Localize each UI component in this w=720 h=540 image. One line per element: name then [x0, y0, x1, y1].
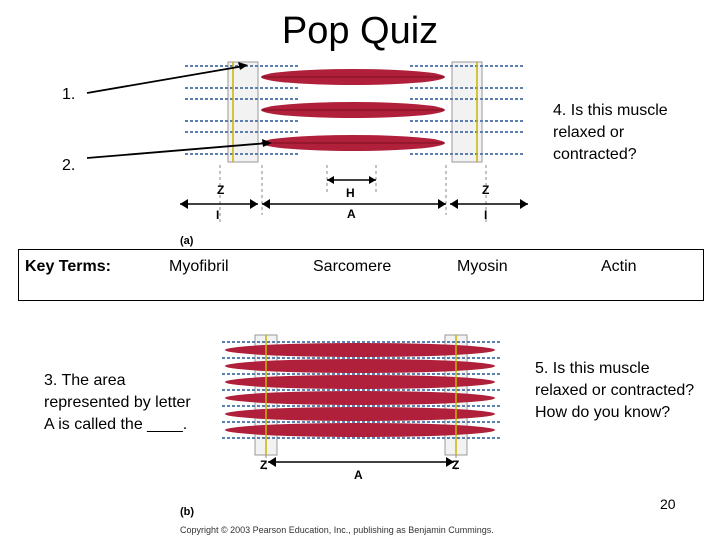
a-label-b: A: [354, 468, 363, 482]
z-label-a-left: Z: [217, 183, 225, 197]
question-5: 5. Is this muscle relaxed or contracted?…: [535, 360, 695, 421]
z-label-a-right: Z: [482, 183, 490, 197]
pointer-arrow-1: [86, 65, 245, 94]
question-3: 3. The area represented by letter A is c…: [44, 372, 191, 433]
question-1-label: 1.: [62, 86, 76, 103]
panel-label-b: (b): [180, 506, 195, 518]
h-label: H: [346, 186, 355, 200]
a-label-a: A: [347, 207, 356, 221]
slide-title: Pop Quiz: [281, 10, 439, 52]
i-label-right: I: [484, 208, 488, 222]
copyright-text: Copyright © 2003 Pearson Education, Inc.…: [180, 525, 494, 535]
key-term-myosin: Myosin: [457, 258, 508, 275]
key-terms-label: Key Terms:: [25, 258, 111, 275]
i-label-left: I: [216, 208, 220, 222]
z-label-b-right: Z: [452, 458, 460, 472]
key-terms-box: Key Terms: Myofibril Sarcomere Myosin Ac…: [18, 249, 704, 301]
key-term-actin: Actin: [601, 258, 637, 275]
key-term-myofibril: Myofibril: [169, 258, 229, 275]
slide-number: 20: [660, 496, 676, 512]
key-term-sarcomere: Sarcomere: [313, 258, 392, 275]
sarcomere-diagram-b: [222, 334, 500, 470]
question-4: 4. Is this muscle relaxed or contracted?: [553, 102, 668, 163]
pointer-arrow-2: [86, 142, 269, 159]
z-label-b-left: Z: [260, 458, 268, 472]
question-2-label: 2.: [62, 157, 76, 174]
panel-label-a: (a): [180, 235, 194, 247]
sarcomere-diagram-a: [180, 61, 528, 225]
